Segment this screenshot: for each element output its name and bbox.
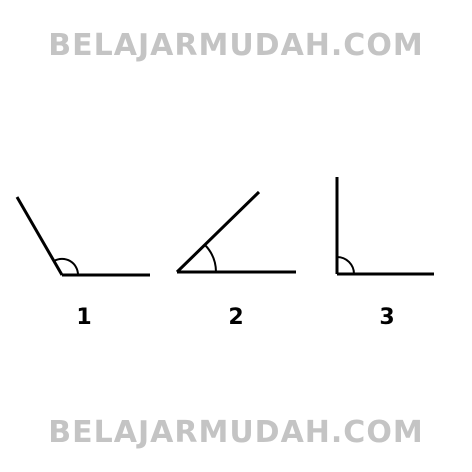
angle-1-arc	[53, 257, 80, 276]
angle-3-label: 3	[379, 305, 394, 330]
angle-3-figure: 3	[335, 177, 434, 330]
angle-2-figure: 2	[175, 190, 296, 330]
angle-1-label: 1	[76, 305, 91, 330]
angle-2-arc	[204, 244, 217, 273]
watermark-bottom: BELAJARMUDAH.COM	[48, 415, 424, 450]
angle-2-label: 2	[228, 305, 243, 330]
watermark-top: BELAJARMUDAH.COM	[48, 28, 424, 63]
angle-3-arc	[336, 256, 355, 275]
angle-1-ray-slanted	[15, 196, 64, 276]
angle-2-ray-slanted	[175, 190, 261, 274]
angle-1-figure: 1	[15, 196, 150, 330]
